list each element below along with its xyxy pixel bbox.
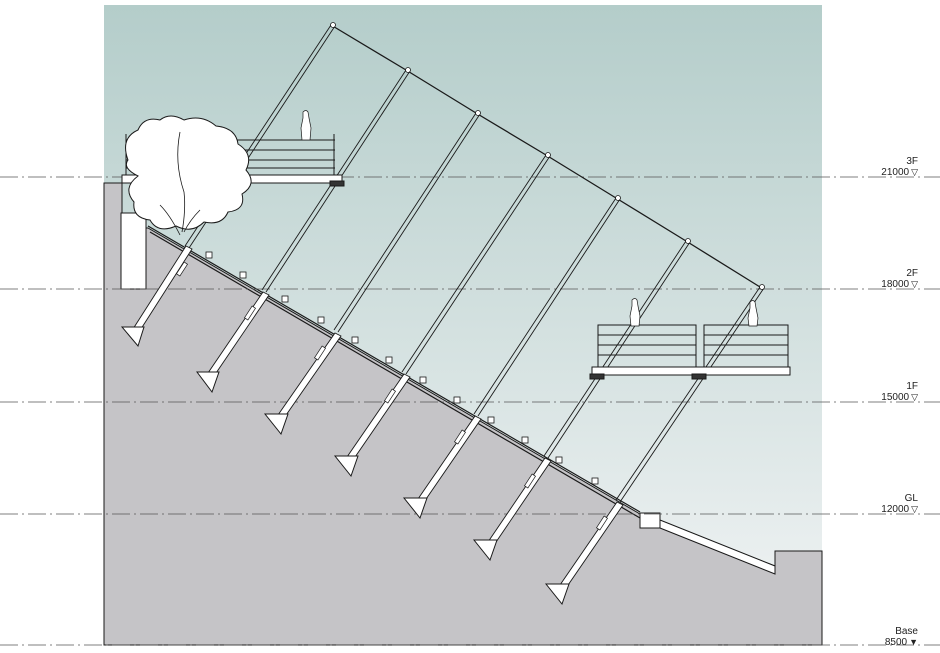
person-figure-lower-right — [747, 300, 759, 327]
anchor-footings — [120, 326, 570, 606]
level-label-base: Base 8500▼ — [885, 626, 918, 648]
level-value: 18000 — [881, 279, 910, 290]
slope-clamps — [205, 251, 599, 485]
level-value: 8500 — [884, 637, 908, 648]
level-name: GL — [904, 493, 918, 504]
level-name: 2F — [906, 268, 918, 279]
person-figure-lower-left — [629, 298, 641, 327]
level-name: 3F — [906, 156, 918, 167]
ground-anchors — [132, 245, 624, 589]
level-value: 12000 — [881, 504, 910, 515]
lower-deck — [589, 324, 791, 380]
level-marker-icon: ▽ — [911, 392, 918, 402]
level-marker-icon: ▽ — [911, 504, 918, 514]
level-marker-icon: ▽ — [911, 167, 918, 177]
slope-line-outer — [147, 225, 641, 513]
person-figure-upper — [300, 110, 312, 141]
level-label-1f: 1F 15000▽ — [881, 381, 918, 403]
retaining-wall — [120, 212, 147, 290]
mast-caps — [330, 22, 765, 290]
slope-line-inner — [149, 231, 641, 519]
tree-trunk — [159, 131, 201, 236]
level-label-gl: GL 12000▽ — [881, 493, 918, 515]
level-name: 1F — [906, 381, 918, 392]
level-value: 21000 — [881, 167, 910, 178]
anchor-connectors — [176, 261, 608, 531]
level-label-3f: 3F 21000▽ — [881, 156, 918, 178]
level-value: 15000 — [881, 392, 910, 403]
level-marker-icon: ▼ — [909, 637, 918, 647]
ground-beam — [639, 512, 661, 529]
level-name: Base — [895, 626, 918, 637]
level-marker-icon: ▽ — [911, 279, 918, 289]
level-label-2f: 2F 18000▽ — [881, 268, 918, 290]
tree — [125, 115, 252, 230]
